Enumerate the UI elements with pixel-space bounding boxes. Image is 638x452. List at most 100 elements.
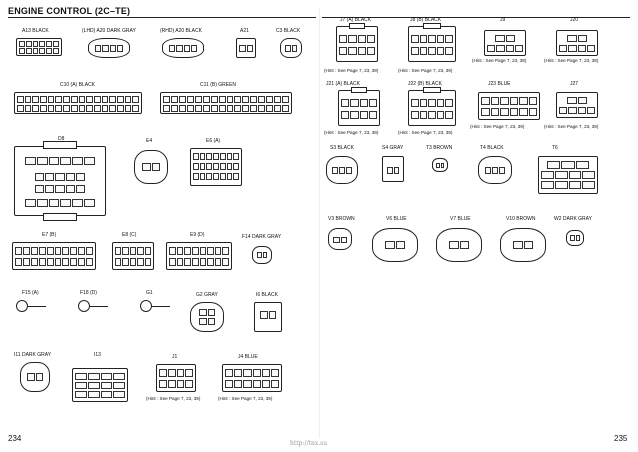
connector-i13: [72, 368, 128, 402]
hint-j1: (Hint : See Page 7, 23, 39): [146, 396, 201, 401]
label-i11: I11 DARK GRAY: [14, 352, 52, 358]
connector-j9: [484, 30, 526, 56]
label-g1: G1: [146, 290, 153, 296]
label-j20: J20: [570, 17, 579, 23]
connector-a21: [236, 38, 256, 58]
label-t6: T6: [552, 145, 558, 151]
connector-c3: [280, 38, 302, 58]
hint-j23: (Hint : See Page 7, 23, 39): [470, 124, 525, 129]
label-a20-rhd: (RHD) A20 BLACK: [160, 28, 202, 34]
connector-t3: [432, 158, 448, 172]
label-s3: S3 BLACK: [330, 145, 354, 151]
label-j21: J21 (A) BLACK: [326, 81, 360, 87]
connector-j21: [338, 87, 380, 126]
label-j4: J4 BLUE: [238, 354, 258, 360]
ring-lead-g1: [152, 306, 170, 307]
label-a13: A13 BLACK: [22, 28, 49, 34]
footer-url[interactable]: http://tnx.su: [290, 440, 328, 447]
hint-j22: (Hint : See Page 7, 23, 39): [398, 130, 453, 135]
connector-d8: [14, 141, 106, 221]
ring-terminal-g1: [140, 300, 152, 312]
connector-s4: [382, 156, 404, 182]
label-a20-lhd: (LHD) A20 DARK GRAY: [82, 28, 136, 34]
label-e8: E8 (C): [122, 232, 137, 238]
title-rule-left: [8, 17, 316, 18]
connector-j22: [408, 87, 456, 126]
ring-lead-f18: [90, 306, 108, 307]
hint-j8: (Hint : See Page 7, 23, 39): [398, 68, 453, 73]
connector-v10: [500, 228, 546, 262]
label-f18: F18 (D): [80, 290, 97, 296]
page-number-left: 234: [8, 434, 22, 443]
connector-v3: [328, 228, 352, 250]
label-v3: V3 BROWN: [328, 216, 355, 222]
ring-terminal-f18: [78, 300, 90, 312]
connector-e8: [112, 242, 154, 270]
connector-j1: [156, 364, 196, 392]
label-i6: I6 BLACK: [256, 292, 278, 298]
hint-j21: (Hint : See Page 7, 23, 39): [324, 130, 379, 135]
label-f14: F14 DARK GRAY: [242, 234, 282, 240]
label-j23: J23 BLUE: [488, 81, 511, 87]
connector-a13: [16, 38, 62, 56]
connector-e9: [166, 242, 232, 270]
label-j9: J9: [500, 17, 506, 23]
hint-j7: (Hint : See Page 7, 23, 39): [324, 68, 379, 73]
label-j8: J8 (B) BLACK: [410, 17, 442, 23]
label-e9: E9 (D): [190, 232, 205, 238]
label-i13: I13: [94, 352, 101, 358]
hint-j20: (Hint : See Page 7, 23, 39): [544, 58, 599, 63]
connector-w2: [566, 230, 584, 246]
label-v7: V7 BLUE: [450, 216, 471, 222]
connector-s3: [326, 156, 358, 184]
label-g2: G2 GRAY: [196, 292, 218, 298]
label-d8: D8: [58, 136, 65, 142]
label-t4: T4 BLACK: [480, 145, 504, 151]
connector-j20: [556, 30, 598, 56]
connector-j27: [556, 92, 598, 118]
connector-i6: [254, 302, 282, 332]
label-s4: S4 GRAY: [382, 145, 404, 151]
label-j22: J22 (B) BLACK: [408, 81, 442, 87]
connector-j8: [408, 23, 456, 62]
connector-e4: [134, 150, 168, 184]
label-e7: E7 (B): [42, 232, 57, 238]
label-a21: A21: [240, 28, 249, 34]
title-rule-right: [322, 17, 630, 18]
label-c11: C11 (B) GREEN: [200, 82, 237, 88]
connector-t6: [538, 156, 598, 194]
label-v10: V10 BROWN: [506, 216, 536, 222]
ring-lead-f15: [28, 306, 46, 307]
connector-f14: [252, 246, 272, 264]
label-c3: C3 BLACK: [276, 28, 301, 34]
label-c10: C10 (A) BLACK: [60, 82, 96, 88]
page-number-right: 235: [614, 434, 628, 443]
connector-j4: [222, 364, 282, 392]
connector-a20-lhd: [88, 38, 130, 58]
connector-a20-rhd: [162, 38, 204, 58]
hint-j4: (Hint : See Page 7, 23, 39): [218, 396, 273, 401]
connector-e6: [190, 148, 242, 186]
connector-j7: [336, 23, 378, 62]
label-f15: F15 (A): [22, 290, 39, 296]
page-title: ENGINE CONTROL (2C–TE): [8, 6, 131, 16]
hint-j9: (Hint : See Page 7, 23, 39): [472, 58, 527, 63]
connector-e7: [12, 242, 96, 270]
connector-v7: [436, 228, 482, 262]
label-j27: J27: [570, 81, 579, 87]
label-t3: T3 BROWN: [426, 145, 453, 151]
label-j1: J1: [172, 354, 178, 360]
connector-v6: [372, 228, 418, 262]
connector-i11: [20, 362, 50, 392]
connector-c11: [160, 92, 292, 114]
label-v6: V6 BLUE: [386, 216, 407, 222]
label-w2: W2 DARK GRAY: [554, 216, 592, 222]
label-j7: J7 (A) BLACK: [340, 17, 372, 23]
page-gutter: [319, 8, 320, 438]
connector-t4: [478, 156, 512, 184]
hint-j27: (Hint : See Page 7, 23, 39): [544, 124, 599, 129]
ring-terminal-f15: [16, 300, 28, 312]
connector-g2: [190, 302, 224, 332]
label-e6: E6 (A): [206, 138, 221, 144]
